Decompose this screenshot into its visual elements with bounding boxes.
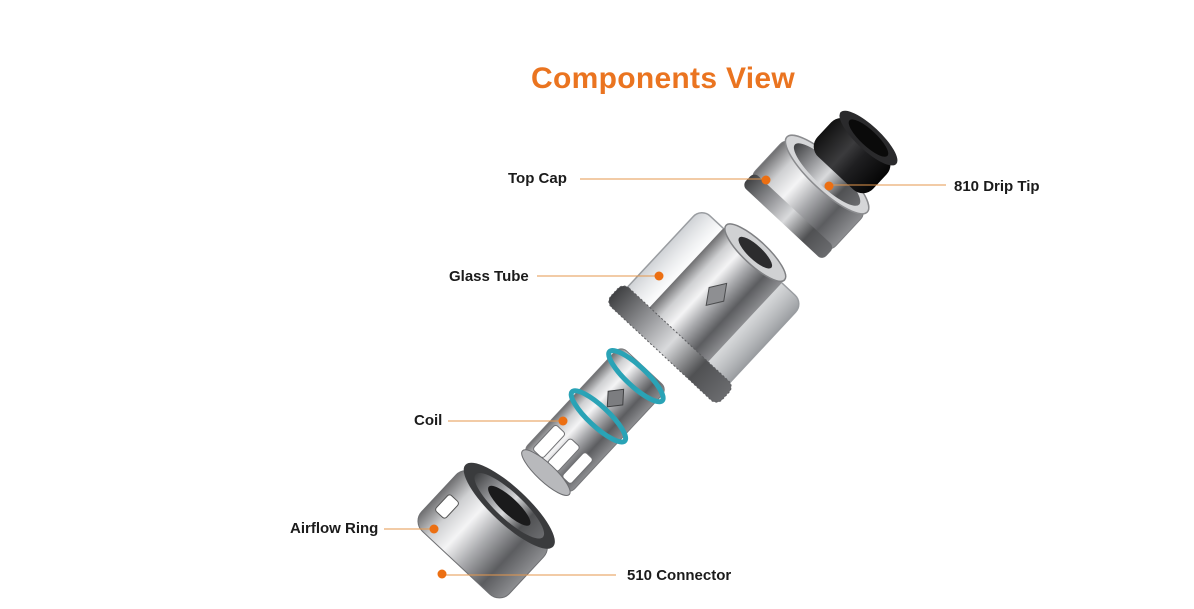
drip-tip-part: [813, 110, 898, 194]
label-glass-tube: Glass Tube: [449, 268, 529, 285]
callout-top-cap: Top Cap: [508, 170, 771, 187]
label-top-cap: Top Cap: [508, 170, 567, 187]
label-coil: Coil: [414, 412, 442, 429]
coil-part: [521, 348, 666, 496]
label-connector: 510 Connector: [627, 567, 731, 584]
glass-tube-part: [608, 212, 800, 403]
airflow-ring-part: [417, 462, 555, 599]
callout-coil: Coil: [414, 412, 568, 429]
title-container: Components View: [0, 62, 1194, 102]
label-drip-tip: 810 Drip Tip: [954, 178, 1040, 195]
callout-connector: 510 Connector: [437, 567, 731, 584]
callout-glass-tube: Glass Tube: [449, 268, 664, 285]
callout-airflow-ring: Airflow Ring: [290, 520, 439, 537]
callout-drip-tip: 810 Drip Tip: [824, 178, 1040, 195]
label-airflow-ring: Airflow Ring: [290, 520, 378, 537]
page-title: Components View: [531, 62, 795, 95]
